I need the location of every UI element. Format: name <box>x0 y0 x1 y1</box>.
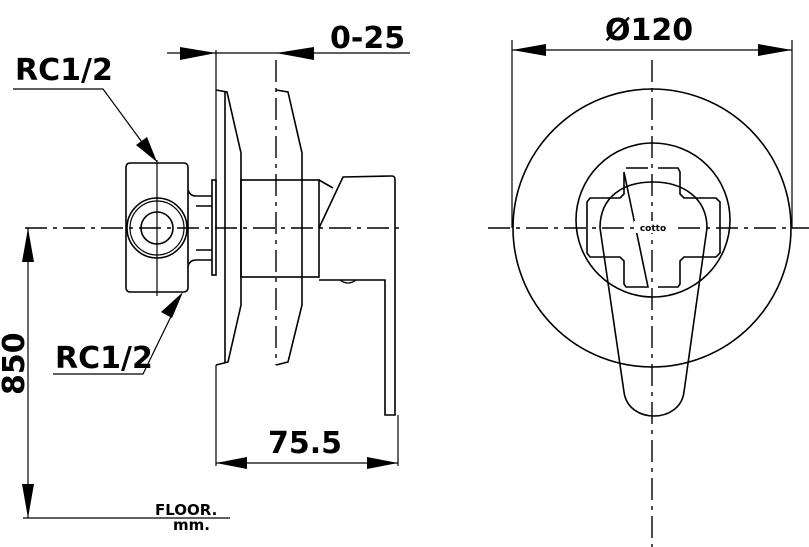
side-view: 0-25 RC1/2 <box>0 21 410 534</box>
diameter-dim-label: Ø120 <box>605 13 693 48</box>
handle-lever <box>599 181 708 417</box>
adjust-dimension: 0-25 <box>167 21 410 228</box>
unit-label: mm. <box>173 516 210 534</box>
trim-ring <box>575 142 731 298</box>
diameter-dimension: Ø120 <box>511 13 793 228</box>
height-dim-label: 850 <box>0 332 32 395</box>
floor-label: FLOOR. <box>155 501 217 519</box>
height-dimension: 850 FLOOR. mm. <box>0 228 230 534</box>
inlet-bottom-callout: RC1/2 <box>53 292 183 376</box>
adjust-dim-label: 0-25 <box>330 21 405 56</box>
handle-side <box>240 175 396 416</box>
inlet-bottom-label: RC1/2 <box>55 341 153 376</box>
front-view: Ø120 cotto <box>488 13 809 547</box>
inlet-top-label: RC1/2 <box>15 53 113 88</box>
inlet-top-callout: RC1/2 <box>13 53 157 162</box>
depth-dimension: 75.5 <box>215 365 399 469</box>
brand-logo: cotto <box>640 224 666 234</box>
depth-dim-label: 75.5 <box>268 426 342 461</box>
escutcheon <box>215 60 303 366</box>
